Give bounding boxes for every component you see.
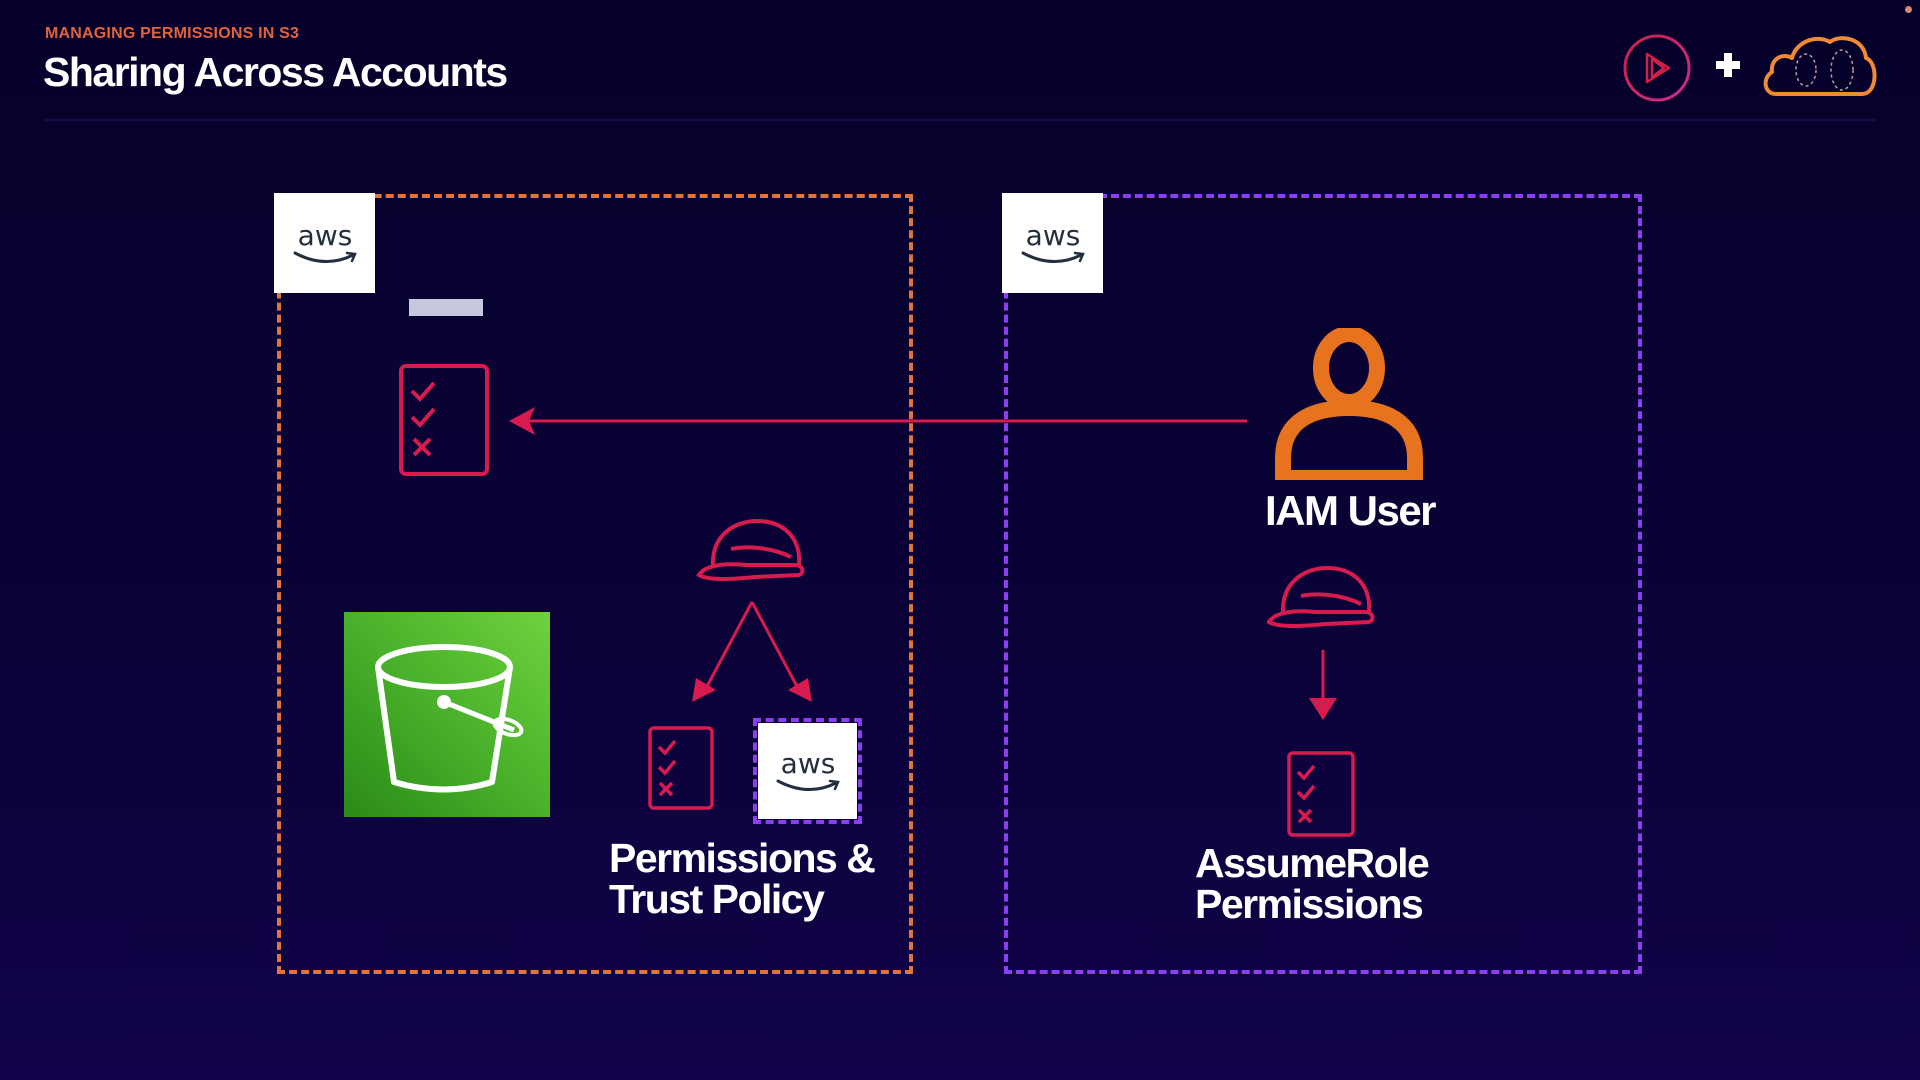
svg-text:aws: aws: [1025, 219, 1080, 252]
aws-logo-icon: aws: [1021, 219, 1085, 263]
permissions-checklist-icon: [648, 726, 714, 810]
s3-bucket-tile: [344, 612, 550, 817]
aws-logo-icon: aws: [776, 747, 840, 791]
assumerole-line2: Permissions: [1195, 881, 1424, 927]
arrow-role-to-permissions: [1309, 650, 1337, 720]
corner-dot: [1905, 6, 1912, 13]
account-b-aws-logo: aws: [1002, 193, 1103, 293]
cloud-logo-icon: [1763, 36, 1877, 96]
placeholder-bar: [409, 299, 483, 316]
trust-policy-aws-logo: aws: [758, 723, 857, 819]
trust-principal-frame: [753, 718, 862, 824]
account-a-boundary: [277, 194, 913, 974]
iam-role-icon: [1266, 565, 1375, 628]
arrow-user-to-policy: [509, 407, 1247, 435]
assumerole-checklist-icon: [1287, 751, 1355, 837]
iam-role-icon: [696, 518, 805, 581]
arrows-role-split: [692, 601, 812, 702]
header-divider: [43, 119, 1876, 121]
arrowhead-left: [692, 678, 716, 702]
assumerole-line1: AssumeRole: [1195, 840, 1430, 886]
arrowhead-right: [788, 678, 812, 702]
iam-user-label: IAM User: [1264, 487, 1437, 534]
permissions-trust-label: Permissions & Trust Policy: [609, 835, 876, 922]
account-a-aws-logo: aws: [274, 193, 375, 293]
account-b-boundary: [1004, 194, 1642, 974]
aws-logo-icon: aws: [293, 219, 357, 263]
play-logo-icon: [1623, 34, 1691, 102]
page-title: Sharing Across Accounts: [43, 49, 508, 95]
policy-checklist-icon: [399, 364, 489, 476]
assumerole-permissions-label: AssumeRole Permissions: [1195, 840, 1430, 927]
permissions-trust-line1: Permissions &: [609, 835, 876, 881]
permissions-trust-line2: Trust Policy: [609, 876, 825, 922]
svg-text:aws: aws: [780, 747, 835, 780]
s3-bucket-icon: [375, 644, 524, 793]
svg-text:aws: aws: [297, 219, 352, 252]
iam-user-icon: [1275, 328, 1423, 480]
section-subtitle: MANAGING PERMISSIONS IN S3: [45, 25, 300, 42]
plus-icon: [1716, 53, 1740, 77]
